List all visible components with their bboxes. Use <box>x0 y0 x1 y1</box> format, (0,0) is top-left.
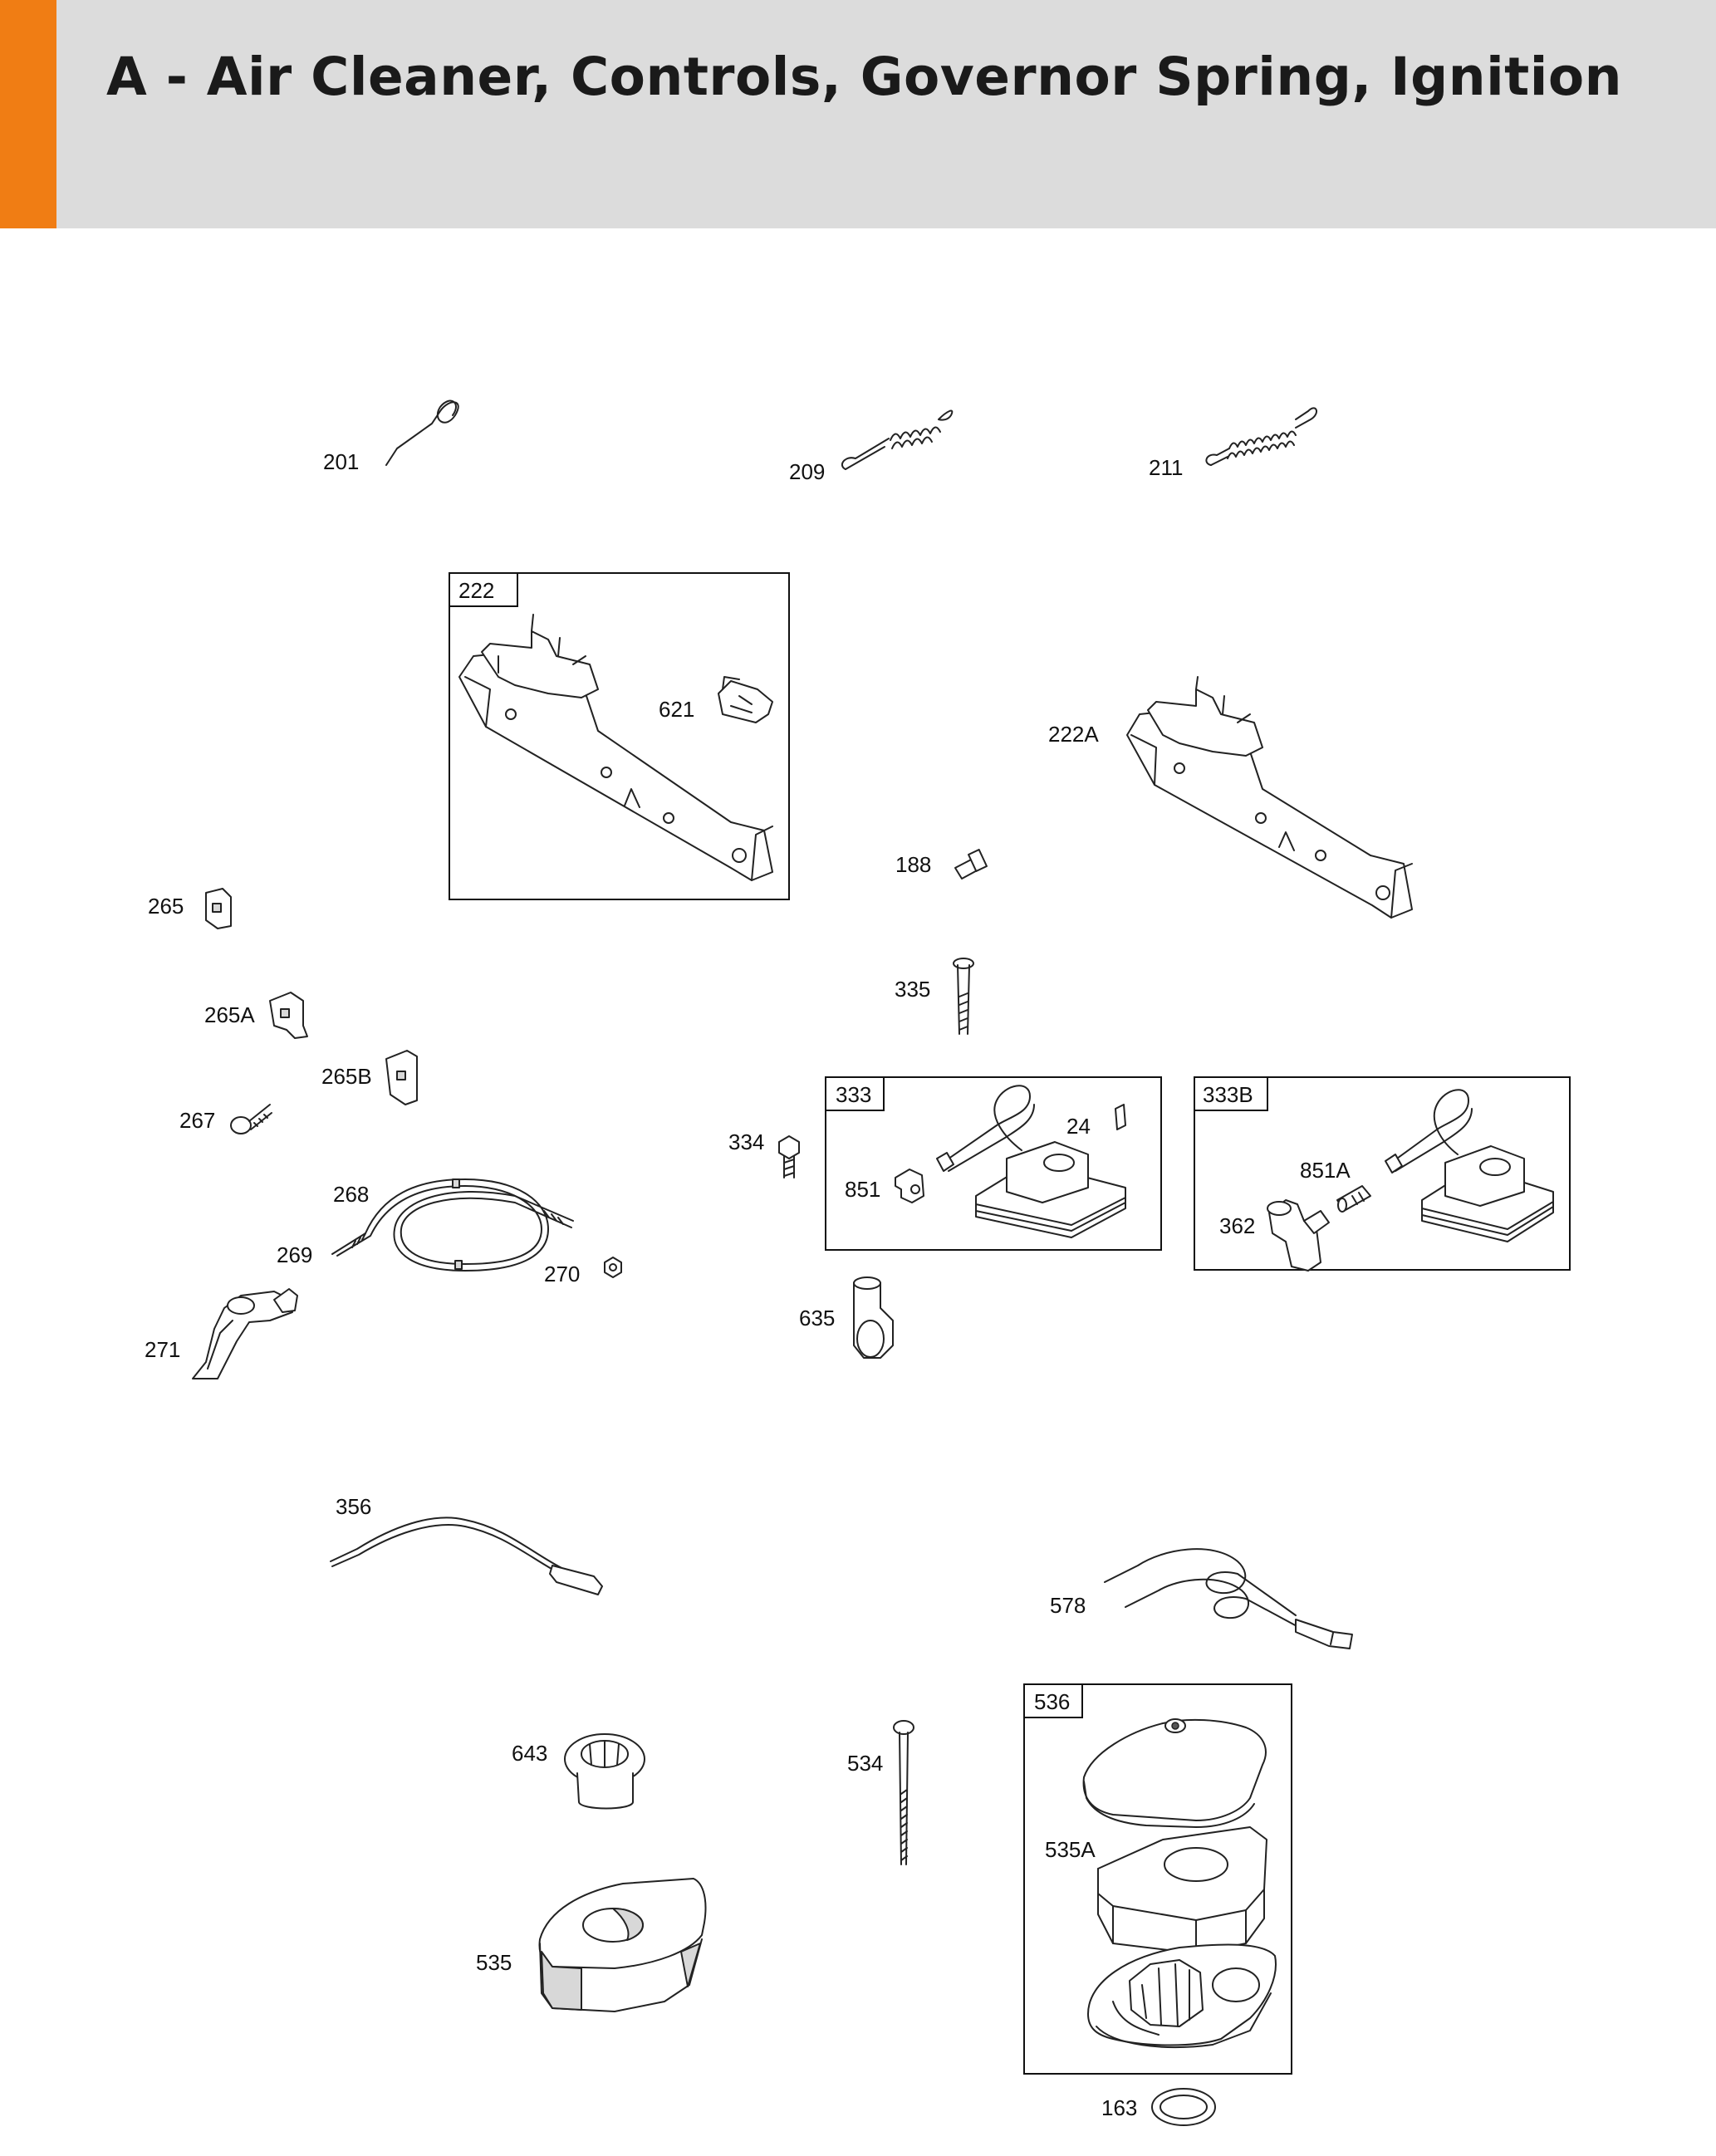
cable-clip-265B <box>385 1050 418 1105</box>
page-title: A - Air Cleaner, Controls, Governor Spri… <box>106 47 1623 107</box>
governor-spring-209 <box>841 409 954 470</box>
label-209: 209 <box>789 459 825 484</box>
callout-labels: 201 209 211 621 222A 188 265 265A 265B 2… <box>145 449 1351 2120</box>
label-265B: 265B <box>321 1064 372 1089</box>
ignition-armature-333B <box>1385 1089 1554 1242</box>
label-265: 265 <box>148 894 184 919</box>
label-356: 356 <box>336 1494 371 1519</box>
governor-spring-211 <box>1205 407 1317 466</box>
label-635: 635 <box>799 1306 835 1330</box>
screw-334 <box>778 1135 800 1178</box>
ignition-armature-333 <box>936 1085 1126 1238</box>
label-24: 24 <box>1066 1114 1091 1139</box>
box-536-label: 536 <box>1034 1689 1070 1714</box>
label-267: 267 <box>179 1108 215 1133</box>
control-lever-271 <box>192 1288 298 1379</box>
label-362: 362 <box>1219 1213 1255 1238</box>
label-851: 851 <box>845 1177 880 1202</box>
spark-plug-boot-362 <box>1267 1199 1330 1272</box>
throttle-cable-268 <box>331 1178 574 1272</box>
label-335: 335 <box>895 977 930 1002</box>
nut-270 <box>604 1257 622 1278</box>
label-334: 334 <box>728 1129 764 1154</box>
label-851A: 851A <box>1300 1158 1351 1183</box>
label-188: 188 <box>895 852 931 877</box>
box-536: 536 <box>1023 1683 1292 2075</box>
air-cleaner-base-536 <box>1087 1943 1277 2049</box>
label-265A: 265A <box>204 1002 255 1027</box>
label-534: 534 <box>847 1751 883 1776</box>
box-333B-label: 333B <box>1203 1082 1253 1107</box>
label-268: 268 <box>333 1182 369 1207</box>
control-bracket-222 <box>458 614 773 881</box>
cable-clip-265A <box>269 992 308 1039</box>
box-222: 222 <box>449 572 790 900</box>
box-333B: 333B <box>1194 1076 1571 1271</box>
label-643: 643 <box>512 1741 547 1766</box>
connector-851 <box>895 1169 924 1203</box>
screw-534 <box>893 1720 914 1865</box>
screw-188 <box>954 849 988 880</box>
label-222A: 222A <box>1048 722 1099 747</box>
link-rod-201 <box>385 399 459 466</box>
box-222-label: 222 <box>458 578 494 603</box>
label-269: 269 <box>277 1242 312 1267</box>
cable-clip-265 <box>205 888 232 929</box>
label-201: 201 <box>323 449 359 474</box>
label-621: 621 <box>659 697 694 722</box>
connector-851A <box>1336 1185 1371 1213</box>
screw-335 <box>953 958 974 1035</box>
ground-wire-356 <box>330 1517 603 1595</box>
label-211: 211 <box>1149 455 1183 480</box>
label-578: 578 <box>1050 1593 1086 1618</box>
pin-24 <box>1115 1104 1126 1130</box>
air-filter-535A <box>1097 1826 1267 1954</box>
box-333-label: 333 <box>836 1082 871 1107</box>
clip-621 <box>718 676 773 723</box>
grommet-643 <box>564 1733 645 1810</box>
label-163: 163 <box>1101 2095 1137 2120</box>
air-cleaner-cover-536 <box>1082 1718 1267 1828</box>
pre-filter-535 <box>538 1878 707 2012</box>
label-535A: 535A <box>1045 1837 1096 1862</box>
label-271: 271 <box>145 1337 180 1362</box>
control-bracket-222A <box>1126 676 1413 919</box>
label-535: 535 <box>476 1950 512 1975</box>
screw-267 <box>230 1104 272 1134</box>
wire-harness-578 <box>1104 1548 1353 1649</box>
spark-plug-boot-635 <box>853 1276 894 1359</box>
label-270: 270 <box>544 1262 580 1286</box>
seal-ring-163 <box>1151 2088 1216 2126</box>
header-bar <box>0 0 1716 228</box>
orange-accent-bar <box>0 0 56 228</box>
box-333: 333 <box>825 1076 1162 1251</box>
